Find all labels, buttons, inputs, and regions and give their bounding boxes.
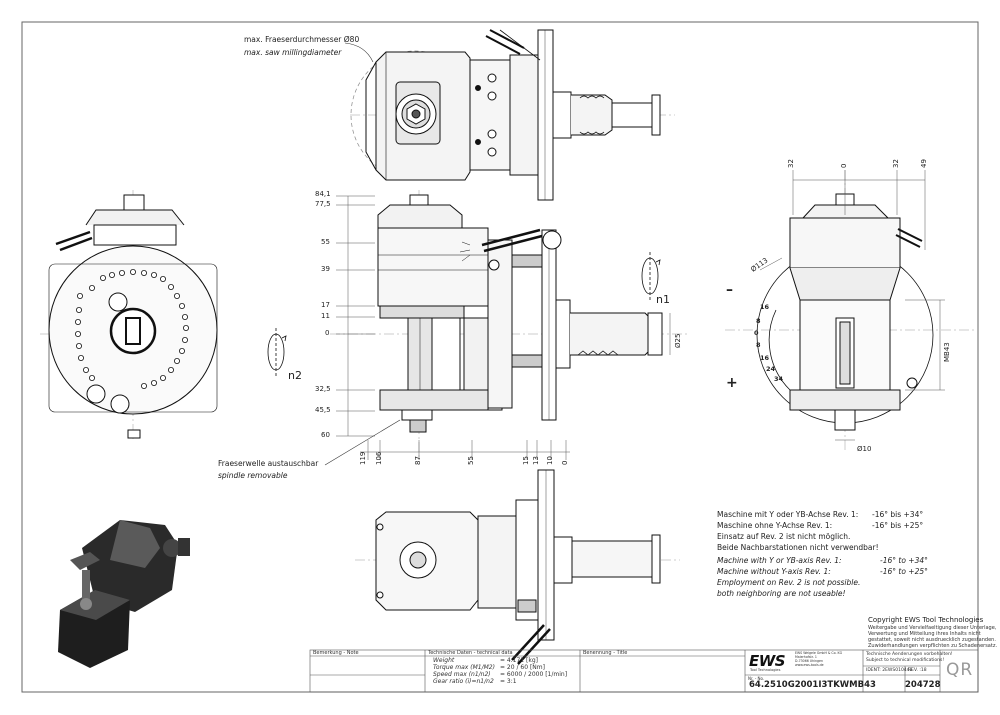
horizontal-dimension-lines <box>360 313 671 460</box>
change-line-1: Technische Aenderungen vorbehalten! <box>866 652 953 657</box>
rdim-32-left: 32 <box>787 159 795 168</box>
spec-value-1: = 20 / 60 [Nm] <box>500 664 545 671</box>
copyright-line-1: Weitergabe und Vervielfaeltigung dieser … <box>868 625 997 631</box>
right-view-dimension-lines <box>759 170 945 441</box>
spec-label-2: Speed max (n1/n2) <box>433 671 491 678</box>
spec-value-3: = 3:1 <box>500 678 517 685</box>
hdim-106: 106 <box>375 451 383 465</box>
scale-mark-0: 16 <box>760 303 770 311</box>
drawing-number: 204728 <box>905 680 941 690</box>
company-line-4: www.ews-tools.de <box>795 663 824 667</box>
vdim-55: 55 <box>321 238 330 246</box>
vdim-77-5: 77,5 <box>315 200 331 208</box>
copyright-line-4: Zuwiderhandlungen verpflichten zu Schade… <box>868 643 998 649</box>
hdim-119: 119 <box>359 451 367 465</box>
saw-diameter-note-en: max. saw millingdiameter <box>244 48 342 57</box>
iso-render <box>58 520 190 668</box>
note-de-3: Einsatz auf Rev. 2 ist nicht möglich. <box>717 532 851 541</box>
note-en-1b: -16° to +34° <box>880 556 928 565</box>
rotation-label-n1: n1 <box>656 293 670 306</box>
vdim-39: 39 <box>321 265 330 273</box>
top-note-leader <box>344 42 374 63</box>
note-en-3: Employment on Rev. 2 is not possible. <box>717 578 861 587</box>
scale-mark-4: 16 <box>760 354 770 362</box>
hdim-15: 15 <box>522 456 530 465</box>
vdim-32-5: 32,5 <box>315 385 331 393</box>
vdim-0: 0 <box>325 329 330 337</box>
note-en-2a: Machine without Y-axis Rev. 1: <box>717 567 831 576</box>
scale-mark-2: 0 <box>754 329 759 337</box>
vdim-60: 60 <box>321 431 330 439</box>
hole-pattern <box>75 268 189 389</box>
spindle-note-de: Fraeserwelle austauschbar <box>218 459 319 468</box>
tb-bemerkung: Bemerkung - Note <box>313 650 359 656</box>
nr-label: Nr. - No. <box>748 676 765 681</box>
hdim-0: 0 <box>561 460 569 465</box>
company-line-3: D-73066 Uhingen <box>795 659 824 663</box>
spec-label-3: Gear ratio (i)=n1/n2 <box>433 678 494 685</box>
change-line-2: Subject to technical modifications! <box>866 658 945 663</box>
note-en-2b: -16° to +25° <box>880 567 928 576</box>
saw-diameter-note-de: max. Fraeserdurchmesser Ø80 <box>244 35 360 44</box>
rotation-label-n2: n2 <box>288 369 302 382</box>
part-number: 64.2510G2001I3TKWMB43 <box>749 680 876 690</box>
mb-label: MB43 <box>943 342 951 362</box>
note-en-4: both neighboring are not useable! <box>717 589 846 598</box>
rdim-0: 0 <box>840 163 848 168</box>
company-line-1: EWS Weigele GmbH & Co. KG <box>795 651 843 655</box>
bottom-diameter: Ø10 <box>857 445 872 453</box>
scale-mark-3: 8 <box>756 341 761 349</box>
rdim-49: 49 <box>920 159 928 168</box>
shank-diameter: Ø25 <box>674 333 682 348</box>
qr-code: QR <box>946 660 974 680</box>
spindle-note-en: spindle removable <box>218 471 288 480</box>
ews-logo-sub: Tool Technologies <box>750 668 781 672</box>
left-view <box>40 190 218 440</box>
hdim-87: 87 <box>414 456 422 465</box>
spec-label-1: Torque max (M1/M2) <box>433 664 495 671</box>
vdim-11: 11 <box>321 312 330 320</box>
copyright-line-2: Verwertung und Mitteilung ihres Inhalts … <box>868 631 981 637</box>
ident-label: IDENT: 2EWS010448 <box>866 668 913 673</box>
note-de-1b: -16° bis +34° <box>872 510 924 519</box>
scale-mark-1: 8 <box>756 317 761 325</box>
note-de-4: Beide Nachbarstationen nicht verwendbar! <box>717 543 879 552</box>
minus-sign: – <box>726 282 733 298</box>
copyright-line-3: gestattet, soweit nicht ausdruecklich zu… <box>868 637 996 643</box>
vdim-17: 17 <box>321 301 330 309</box>
rotation-symbol-n1 <box>641 252 661 302</box>
company-line-2: Maierhofstr. 1 <box>795 655 817 659</box>
bottom-view <box>355 469 680 665</box>
copyright-title: Copyright EWS Tool Technologies <box>868 616 984 624</box>
top-view <box>350 29 675 201</box>
plus-sign: + <box>726 375 738 391</box>
scale-mark-5: 24 <box>766 365 776 373</box>
note-en-1a: Machine with Y or YB-axis Rev. 1: <box>717 556 842 565</box>
note-de-1a: Maschine mit Y oder YB-Achse Rev. 1: <box>717 510 859 519</box>
spindle-note-leader <box>324 419 401 466</box>
hdim-13: 13 <box>532 456 540 465</box>
tb-benennung: Benennung - Title <box>583 650 628 656</box>
front-view <box>330 190 690 460</box>
title-block-frame <box>309 649 979 693</box>
hdim-10: 10 <box>546 456 554 465</box>
spec-label-0: Weight <box>433 657 455 664</box>
vertical-dimension-lines <box>336 195 375 437</box>
rdim-32-right: 32 <box>892 159 900 168</box>
note-de-2b: -16° bis +25° <box>872 521 924 530</box>
hdim-55: 55 <box>467 456 475 465</box>
note-de-2a: Maschine ohne Y-Achse Rev. 1: <box>717 521 833 530</box>
ews-logo: EWS <box>749 652 786 670</box>
rev-label: REV. :18 <box>908 668 927 673</box>
scale-mark-6: 34 <box>774 375 784 383</box>
rotation-symbol-n2 <box>267 328 287 378</box>
spec-value-0: = 4.171 [kg] <box>500 657 538 664</box>
spec-value-2: = 6000 / 2000 [1/min] <box>500 671 568 678</box>
vdim-84-1: 84,1 <box>315 190 331 198</box>
tb-tech-header: Technische Daten - technical data <box>428 650 513 656</box>
vdim-45-5: 45,5 <box>315 406 331 414</box>
